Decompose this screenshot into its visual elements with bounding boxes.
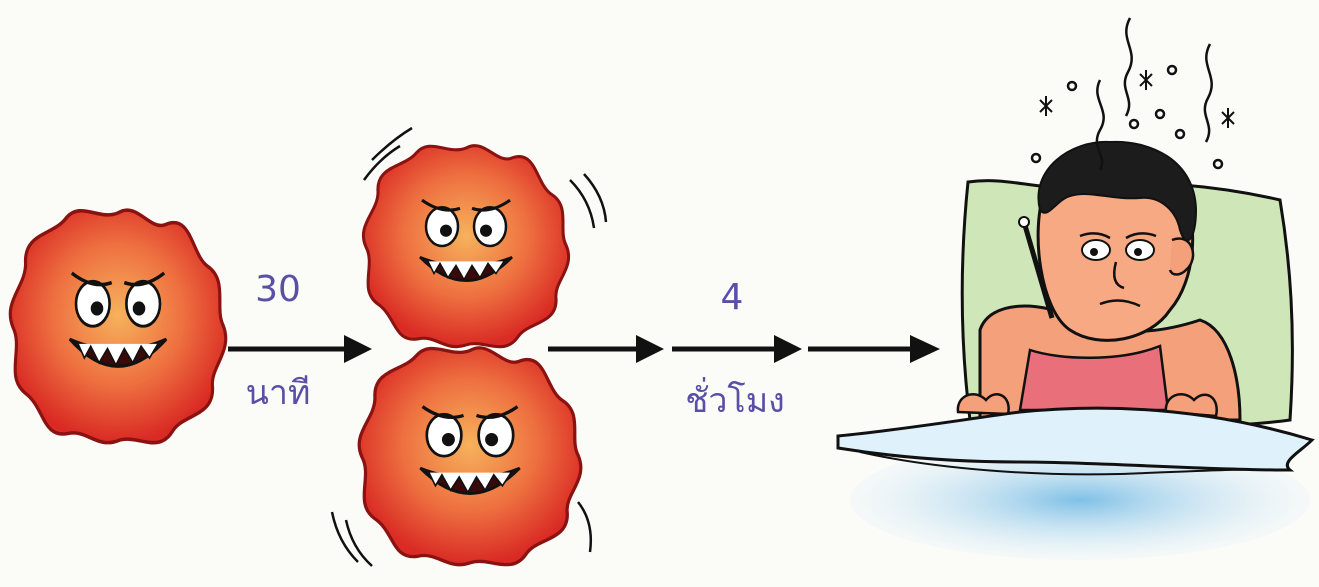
germ-single-icon — [10, 210, 225, 443]
arrow-step-2 — [548, 335, 664, 363]
arrow-step-1 — [228, 335, 372, 363]
arrow-step-3 — [672, 335, 802, 363]
arrow-step-4 — [808, 335, 940, 363]
step-1-duration-value: 30 — [246, 272, 310, 308]
step-2-duration-unit: ชั่วโมง — [660, 384, 810, 418]
step-1-duration-unit: นาที — [236, 376, 320, 410]
step-2-duration-value: 4 — [700, 280, 764, 316]
sick-person-in-bed-icon — [838, 18, 1312, 560]
